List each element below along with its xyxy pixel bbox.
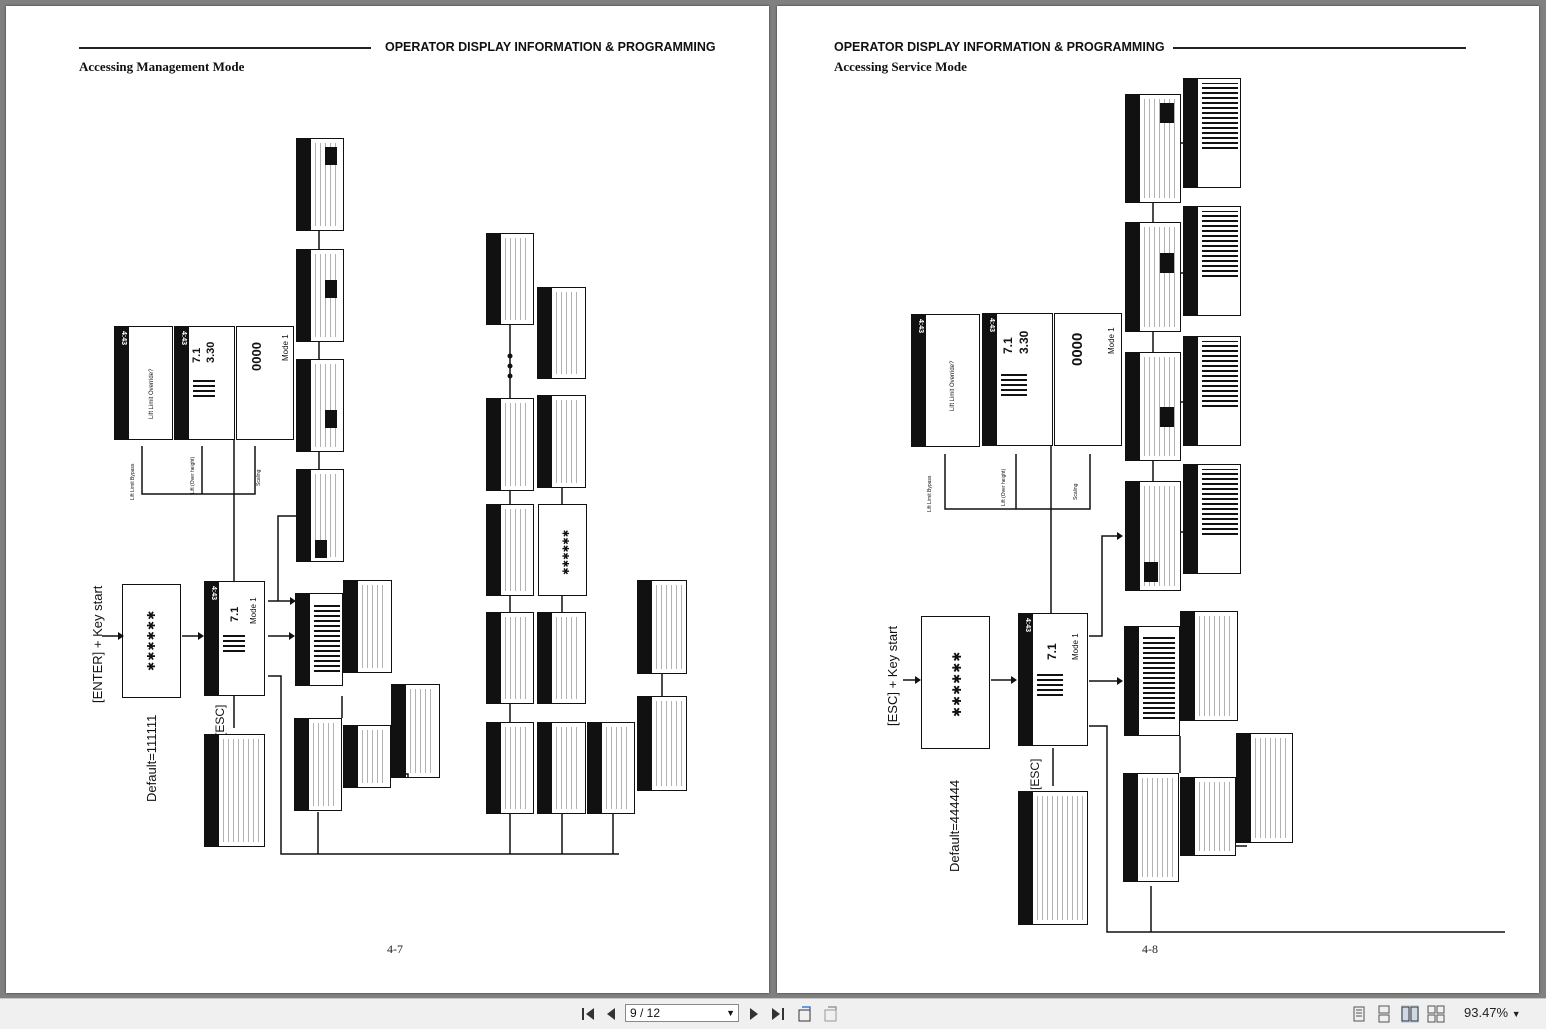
hour-meter-screen [1018,791,1088,925]
grid-screen [295,593,343,686]
override-screen: 4:43 Lift Limit Override? [114,326,173,440]
mode-screen-3 [1125,222,1181,332]
list-screen-g [537,612,586,704]
settings-screen [1180,611,1238,721]
mode-screen-2 [296,359,344,452]
list-screen-k [537,722,586,814]
list-screen-f [486,612,534,704]
rotate-right-icon[interactable] [822,1005,840,1023]
settings-screen [343,580,392,673]
last-page-icon[interactable] [768,1005,786,1023]
mode-screen-3 [296,249,344,342]
code-entry-screen: ✱✱✱✱✱✱ [122,584,181,698]
page-header: OPERATOR DISPLAY INFORMATION & PROGRAMMI… [385,40,716,54]
main-display-screen: 4:43 7.1 Mode 1 [1018,613,1088,746]
code-screen-2: ✱✱✱✱✱✱ [538,504,587,596]
mode-screen-2 [1125,352,1181,461]
weight-screen: 0000 Mode 1 [236,326,294,440]
document-viewport[interactable]: OPERATOR DISPLAY INFORMATION & PROGRAMMI… [0,0,1546,998]
two-page-continuous-icon[interactable] [1427,1005,1445,1023]
date-screen [343,725,391,788]
date-screen [1180,777,1236,856]
two-page-view-icon[interactable] [1401,1005,1419,1023]
mode-screen-4 [296,138,344,231]
page-number-field[interactable]: 9 / 12▼ [625,1004,739,1022]
viewer-toolbar: 9 / 12▼ 93.47% ▼ [0,998,1546,1029]
hour-meter-screen [204,734,265,847]
table-screen-2 [1183,336,1241,446]
flow-arrows [903,142,1505,933]
page-subtitle: Accessing Management Mode [79,59,245,74]
page-number: 4-7 [387,942,403,956]
height-screen: 4:43 7.1 3.30 [174,326,235,440]
single-page-view-icon[interactable] [1350,1005,1368,1023]
header-rule [79,47,371,49]
list-screen-d [537,395,586,488]
clock-screen [391,684,440,778]
list-screen-l [587,722,635,814]
prev-page-icon[interactable] [602,1005,620,1023]
list-screen-j [486,722,534,814]
list-screen-c [486,398,534,491]
code-entry-screen: ✱✱✱✱✱✱ [921,616,990,749]
first-page-icon[interactable] [580,1005,598,1023]
list-screen-e [486,504,534,596]
page-4-8: OPERATOR DISPLAY INFORMATION & PROGRAMMI… [777,6,1539,993]
list-screen-b [537,287,586,379]
mode-screen-1 [1125,481,1181,591]
page-number: 4-8 [1142,942,1158,956]
menu-screen [1123,773,1179,882]
table-screen-4 [1183,78,1241,188]
list-screen-a [486,233,534,325]
page-4-7: OPERATOR DISPLAY INFORMATION & PROGRAMMI… [6,6,769,993]
header-rule [1173,47,1466,49]
override-screen: 4:43 Lift Limit Override? [911,314,980,447]
clock-screen [1236,733,1293,843]
page-subtitle: Accessing Service Mode [834,59,967,74]
list-screen-i [637,696,687,791]
table-screen-3 [1183,206,1241,316]
rotate-left-icon[interactable] [796,1005,814,1023]
zoom-level[interactable]: 93.47% ▼ [1464,1005,1521,1020]
page-header: OPERATOR DISPLAY INFORMATION & PROGRAMMI… [834,40,1165,54]
menu-screen [294,718,342,811]
chevron-down-icon[interactable]: ▼ [1511,1009,1521,1019]
list-screen-h [637,580,687,674]
grid-screen [1124,626,1180,736]
chevron-down-icon[interactable]: ▼ [726,1008,735,1018]
next-page-icon[interactable] [745,1005,763,1023]
weight-screen: 0000 Mode 1 [1054,313,1122,446]
continuous-view-icon[interactable] [1375,1005,1393,1023]
battery-gauge [223,634,245,652]
main-display-screen: 4:43 7.1 Mode 1 [204,581,265,696]
height-screen: 4:43 7.1 3.30 [982,313,1053,446]
table-screen-1 [1183,464,1241,574]
flow-arrows [102,231,663,855]
mode-screen-1 [296,469,344,562]
mode-screen-4 [1125,94,1181,203]
